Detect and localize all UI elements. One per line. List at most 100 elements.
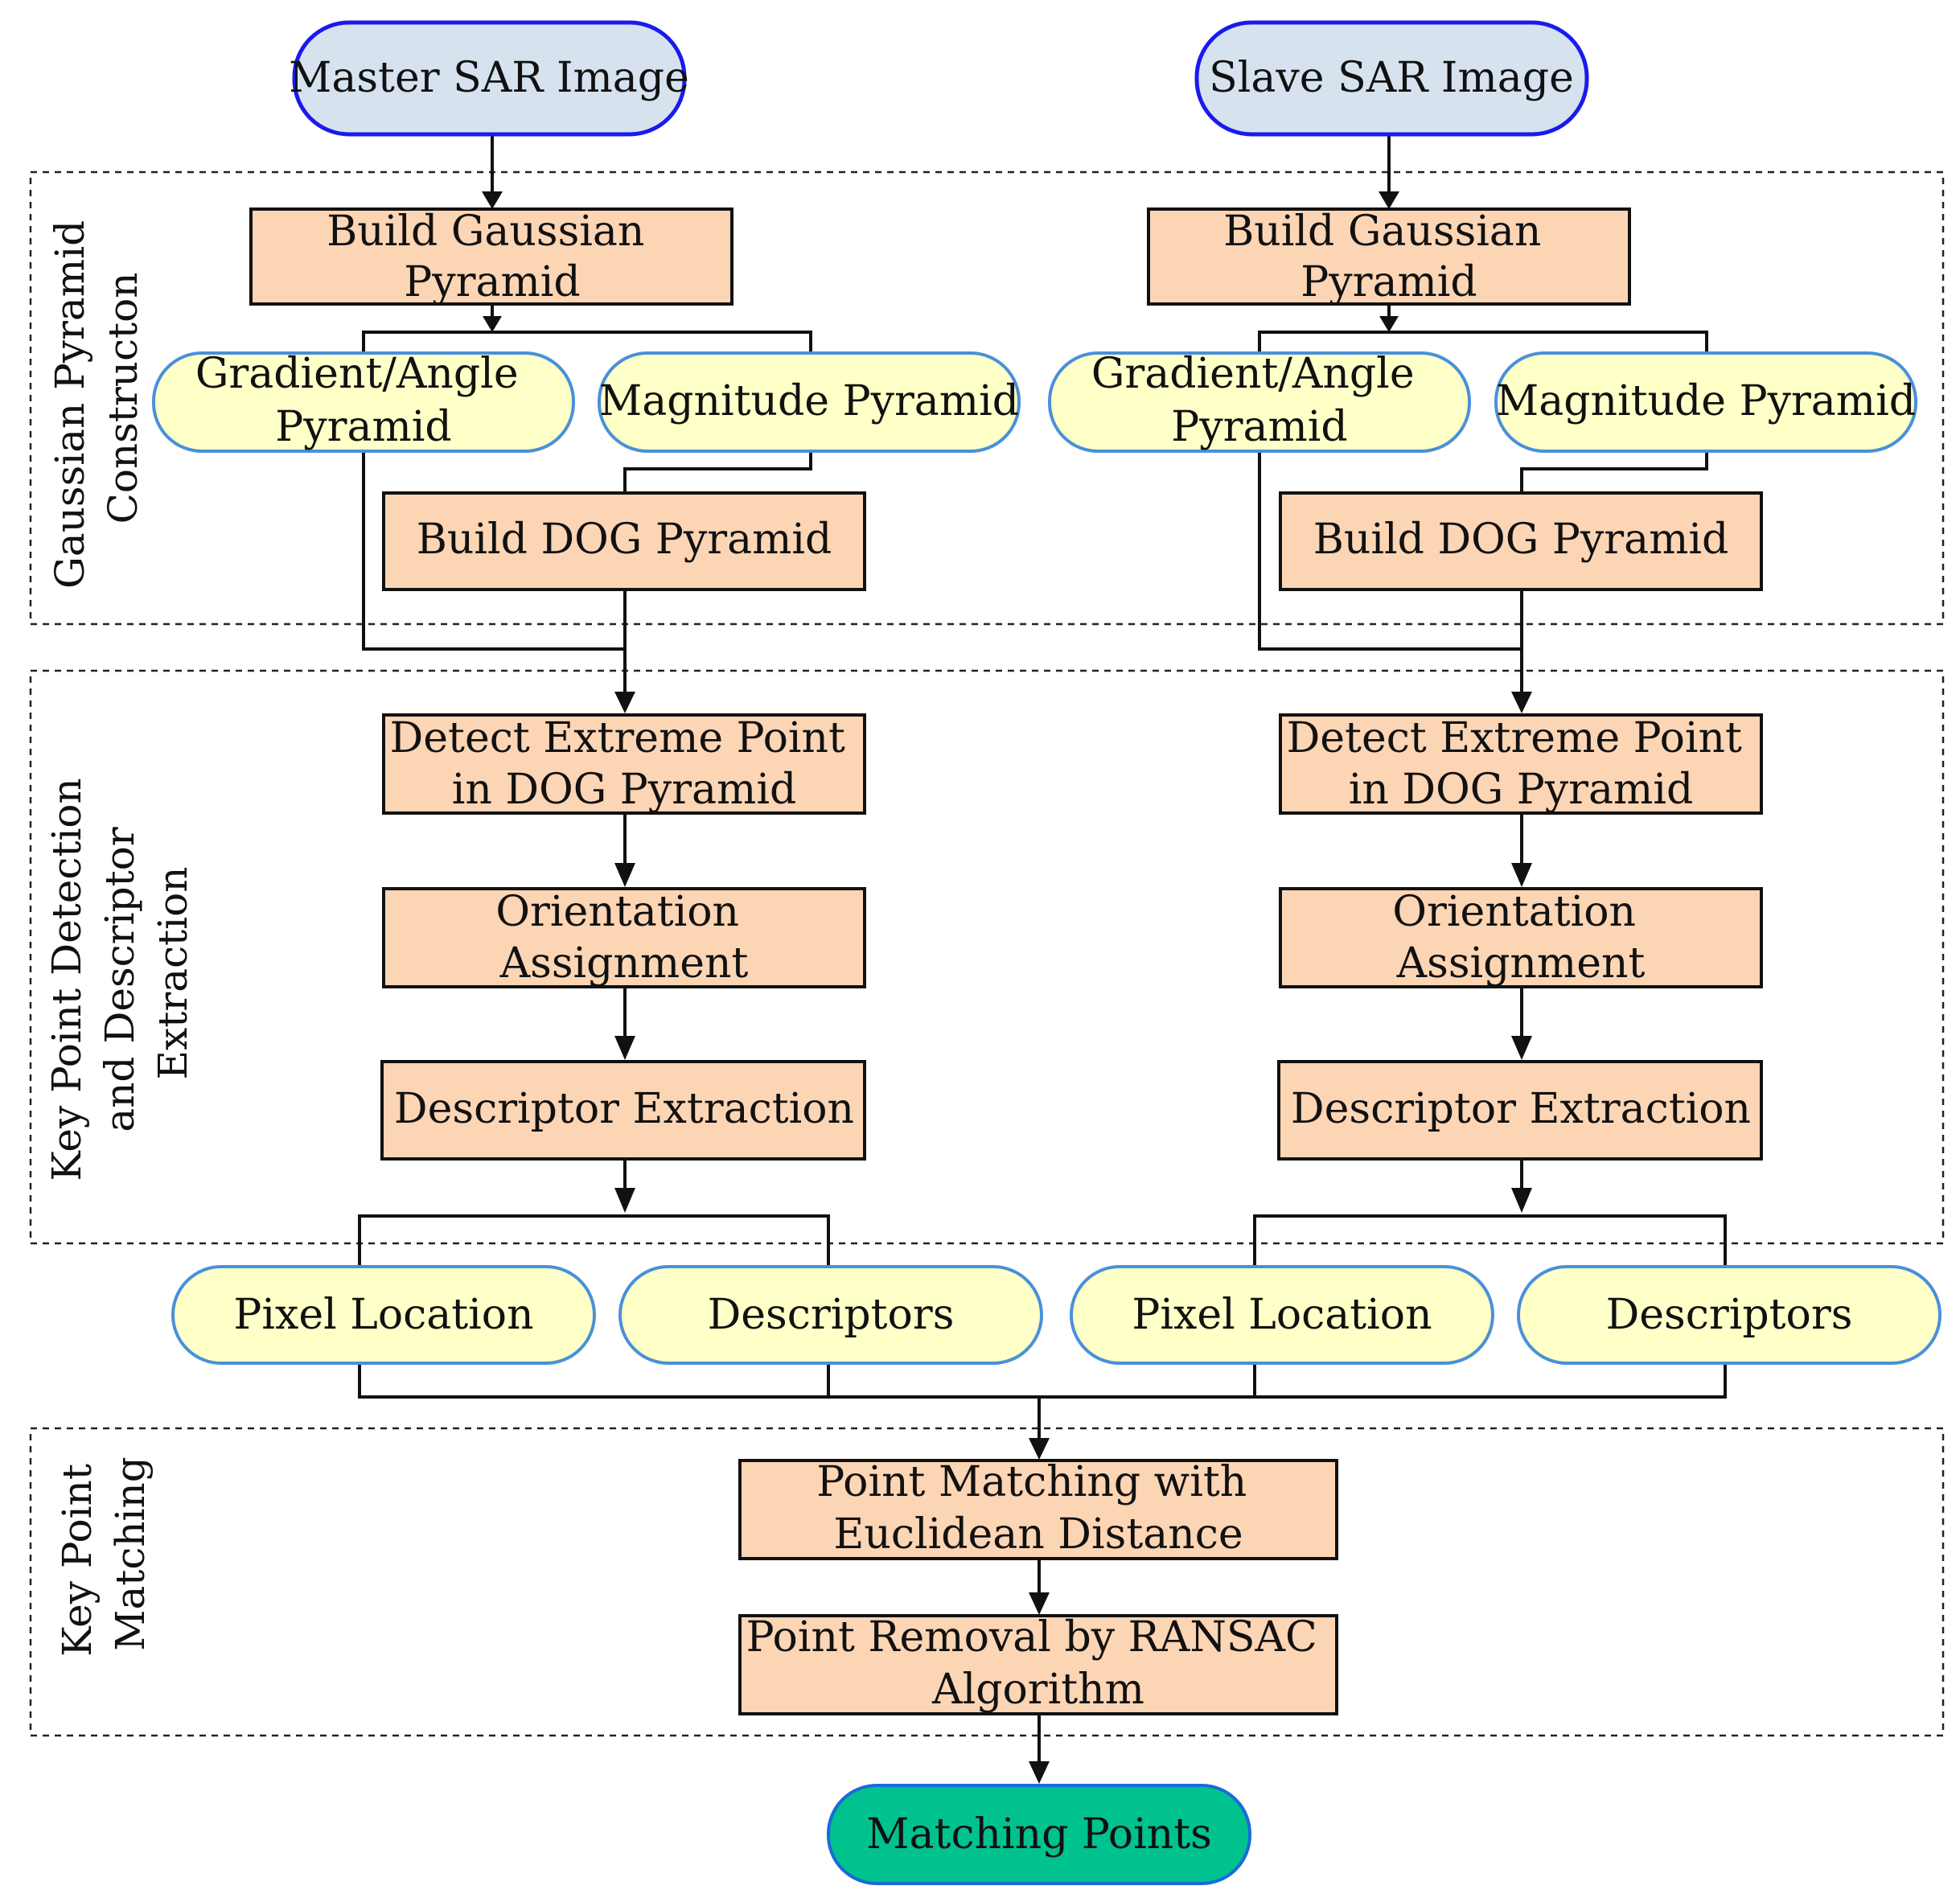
node-build-dog-slave-shape (1279, 491, 1763, 591)
arrowheads (482, 191, 1532, 1784)
node-descriptors-master: Descriptors (618, 1265, 1043, 1365)
node-gradient-angle-master-text: Gradient/Angle Pyramid (195, 350, 532, 451)
node-master-sar-image: Master SAR Image (289, 20, 689, 137)
node-slave-sar-image-shape (1194, 20, 1589, 137)
node-matching-points-shape (827, 1784, 1251, 1885)
arrowhead (1511, 1188, 1532, 1213)
node-descriptors-master-label: Descriptors (708, 1291, 955, 1339)
arrowhead (1511, 692, 1532, 713)
edge-magnitude-to-dog-left (623, 452, 812, 493)
node-detect-extreme-master-line-1: Detect Extreme Point (390, 714, 845, 762)
section-gaussian-line-1: Gaussian Pyramid (47, 220, 93, 589)
node-build-gaussian-slave-line-1: Build Gaussian (1223, 207, 1541, 256)
node-descriptors-master-shape (618, 1265, 1043, 1365)
arrowhead (1029, 1761, 1050, 1784)
node-point-matching-line-2: Euclidean Distance (833, 1510, 1243, 1559)
node-point-removal: Point Removal by RANSAC Algorithm (738, 1613, 1338, 1715)
edge-gradient-bypass-right (1258, 452, 1522, 651)
edge-merge-bus (358, 1364, 1727, 1399)
node-build-gaussian-master-line-2: Pyramid (404, 258, 580, 306)
node-orientation-slave-shape (1279, 887, 1763, 988)
node-pixel-location-master: Pixel Location (171, 1265, 596, 1365)
node-magnitude-slave-label: Magnitude Pyramid (1496, 377, 1916, 425)
node-pixel-location-slave-text: Pixel Location (1132, 1291, 1432, 1339)
node-pixel-location-master-shape (171, 1265, 596, 1365)
section-frame-matching (29, 1427, 1945, 1737)
node-build-dog-slave-text: Build DOG Pyramid (1313, 516, 1729, 564)
section-label-gaussian-text: Gaussian Pyramid Constructon (47, 207, 146, 589)
node-orientation-slave-text: Orientation Assignment (1392, 888, 1649, 988)
node-detect-extreme-slave-text: Detect Extreme Point in DOG Pyramid (1287, 714, 1756, 814)
node-descriptor-extraction-master-label: Descriptor Extraction (394, 1085, 854, 1133)
arrowhead (614, 1036, 635, 1060)
section-label-gaussian-group: Gaussian Pyramid Constructon (47, 207, 146, 589)
arrowhead (614, 1188, 635, 1213)
section-keypoint-line-1: Key Point Detection (43, 778, 90, 1181)
node-slave-sar-image: Slave SAR Image (1194, 20, 1589, 137)
node-slave-sar-image-label: Slave SAR Image (1209, 54, 1574, 102)
node-magnitude-master-label: Magnitude Pyramid (599, 377, 1019, 425)
arrowhead (482, 191, 503, 209)
node-gradient-angle-slave-text: Gradient/Angle Pyramid (1091, 350, 1428, 451)
node-descriptor-extraction-slave-label: Descriptor Extraction (1291, 1085, 1751, 1133)
node-orientation-slave: Orientation Assignment (1279, 887, 1763, 988)
edge-gaussian-split-left (362, 331, 812, 351)
arrowhead (1511, 863, 1532, 887)
edge-gradient-bypass-left (362, 452, 625, 651)
arrowhead (1029, 1592, 1050, 1615)
node-orientation-master-text: Orientation Assignment (495, 888, 752, 988)
node-slave-sar-image-text: Slave SAR Image (1209, 54, 1574, 102)
arrowhead (1379, 316, 1399, 332)
node-descriptor-extraction-slave-text: Descriptor Extraction (1291, 1085, 1751, 1133)
arrowhead (1029, 1438, 1050, 1460)
node-gradient-angle-master-line-2: Pyramid (275, 403, 451, 451)
edge-descriptor-split-right (1253, 1214, 1727, 1266)
node-descriptors-slave-label: Descriptors (1606, 1291, 1853, 1339)
section-label-matching-group: Key Point Matching (54, 1456, 154, 1657)
section-frame-keypoint (29, 669, 1945, 1245)
node-magnitude-master-shape (598, 351, 1021, 453)
node-detect-extreme-slave: Detect Extreme Point in DOG Pyramid (1279, 713, 1763, 815)
arrowhead (483, 316, 502, 332)
section-keypoint-line-3: Extraction (150, 867, 196, 1080)
node-orientation-master: Orientation Assignment (382, 887, 866, 988)
node-magnitude-master: Magnitude Pyramid (598, 351, 1021, 453)
node-pixel-location-slave: Pixel Location (1070, 1265, 1494, 1365)
node-master-sar-image-label: Master SAR Image (289, 54, 689, 102)
node-gradient-angle-master-shape (152, 351, 575, 453)
node-orientation-slave-line-2: Assignment (1396, 939, 1646, 988)
node-point-removal-line-1: Point Removal by RANSAC (746, 1613, 1317, 1662)
node-build-gaussian-master-text: Build Gaussian Pyramid (327, 207, 658, 306)
node-detect-extreme-master-line-2: in DOG Pyramid (452, 766, 797, 814)
node-gradient-angle-slave-line-2: Pyramid (1171, 403, 1347, 451)
node-detect-extreme-master: Detect Extreme Point in DOG Pyramid (382, 713, 866, 815)
node-detect-extreme-master-text: Detect Extreme Point in DOG Pyramid (390, 714, 859, 814)
node-point-matching-text: Point Matching with Euclidean Distance (816, 1458, 1260, 1559)
edge-magnitude-to-dog-right (1520, 452, 1708, 493)
node-pixel-location-slave-label: Pixel Location (1132, 1291, 1432, 1339)
node-descriptor-extraction-master-shape (380, 1060, 866, 1161)
node-build-dog-slave: Build DOG Pyramid (1279, 491, 1763, 591)
node-build-dog-master: Build DOG Pyramid (382, 491, 866, 591)
node-orientation-master-line-2: Assignment (499, 939, 749, 988)
node-orientation-master-line-1: Orientation (495, 888, 739, 936)
node-build-dog-master-shape (382, 491, 866, 591)
node-build-dog-slave-label: Build DOG Pyramid (1313, 516, 1729, 564)
arrowhead (614, 863, 635, 887)
section-matching-line-1: Key Point (54, 1464, 101, 1657)
node-build-dog-master-label: Build DOG Pyramid (417, 516, 832, 564)
section-frame-gaussian (29, 170, 1945, 626)
node-point-removal-shape (738, 1614, 1338, 1715)
node-descriptor-extraction-master-text: Descriptor Extraction (394, 1085, 854, 1133)
node-matching-points-label: Matching Points (866, 1810, 1212, 1859)
node-orientation-master-shape (382, 887, 866, 988)
section-label-keypoint-text: Key Point Detection and Descriptor Extra… (43, 765, 196, 1181)
node-matching-points-text: Matching Points (866, 1810, 1212, 1859)
node-build-gaussian-slave: Build Gaussian Pyramid (1147, 207, 1631, 306)
arrowhead (614, 692, 635, 713)
node-descriptors-slave-shape (1517, 1265, 1942, 1365)
edge-descriptor-split-left (358, 1214, 830, 1266)
node-magnitude-slave: Magnitude Pyramid (1494, 351, 1917, 453)
node-descriptor-extraction-slave: Descriptor Extraction (1277, 1060, 1763, 1161)
section-keypoint-line-2: and Descriptor (97, 827, 143, 1132)
